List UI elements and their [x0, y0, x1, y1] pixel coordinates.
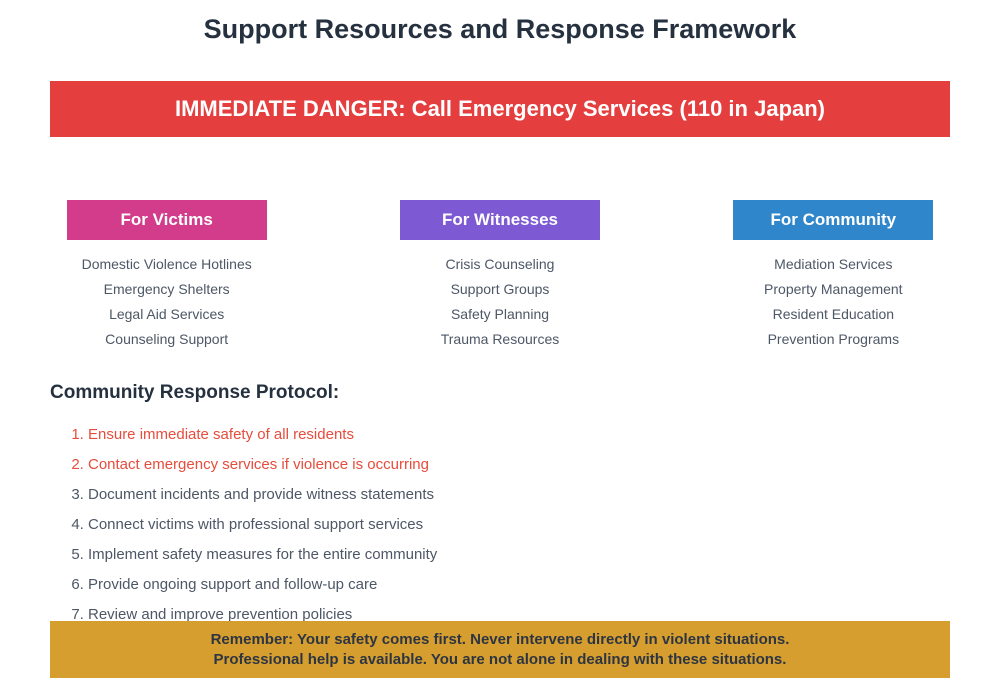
witnesses-resource-list: Crisis Counseling Support Groups Safety …: [333, 252, 666, 352]
protocol-step: Review and improve prevention policies: [88, 600, 437, 630]
resource-item: Mediation Services: [774, 256, 893, 272]
protocol-step: Implement safety measures for the entire…: [88, 540, 437, 570]
danger-banner: IMMEDIATE DANGER: Call Emergency Service…: [50, 81, 950, 137]
resource-item: Counseling Support: [105, 331, 229, 347]
protocol-heading: Community Response Protocol:: [50, 382, 340, 403]
resource-item: Prevention Programs: [767, 331, 900, 347]
resource-item: Support Groups: [450, 281, 550, 297]
resource-item: Domestic Violence Hotlines: [81, 256, 252, 272]
resource-item: Legal Aid Services: [109, 306, 225, 322]
reminder-line-2: Professional help is available. You are …: [213, 651, 787, 668]
column-victims: For Victims Domestic Violence Hotlines E…: [0, 200, 333, 352]
protocol-step: Connect victims with professional suppor…: [88, 510, 437, 540]
column-header-witnesses: For Witnesses: [399, 200, 600, 240]
column-header-community: For Community: [733, 200, 934, 240]
resource-item: Property Management: [764, 281, 903, 297]
column-community: For Community Mediation Services Propert…: [667, 200, 1000, 352]
column-witnesses: For Witnesses Crisis Counseling Support …: [333, 200, 666, 352]
protocol-step: Provide ongoing support and follow-up ca…: [88, 570, 437, 600]
resource-item: Emergency Shelters: [103, 281, 230, 297]
resource-columns: For Victims Domestic Violence Hotlines E…: [0, 200, 1000, 352]
protocol-step: Ensure immediate safety of all residents: [88, 420, 437, 450]
reminder-banner: Remember: Your safety comes first. Never…: [50, 621, 950, 678]
community-resource-list: Mediation Services Property Management R…: [667, 252, 1000, 352]
resource-item: Trauma Resources: [440, 331, 560, 347]
column-header-victims: For Victims: [66, 200, 267, 240]
resource-item: Safety Planning: [450, 306, 550, 322]
page-title: Support Resources and Response Framework: [203, 14, 797, 44]
protocol-step: Document incidents and provide witness s…: [88, 480, 437, 510]
resource-item: Crisis Counseling: [445, 256, 555, 272]
victims-resource-list: Domestic Violence Hotlines Emergency She…: [0, 252, 333, 352]
protocol-step: Contact emergency services if violence i…: [88, 450, 437, 480]
reminder-line-1: Remember: Your safety comes first. Never…: [210, 631, 790, 648]
resource-item: Resident Education: [772, 306, 895, 322]
protocol-list: Ensure immediate safety of all residents…: [50, 420, 437, 630]
